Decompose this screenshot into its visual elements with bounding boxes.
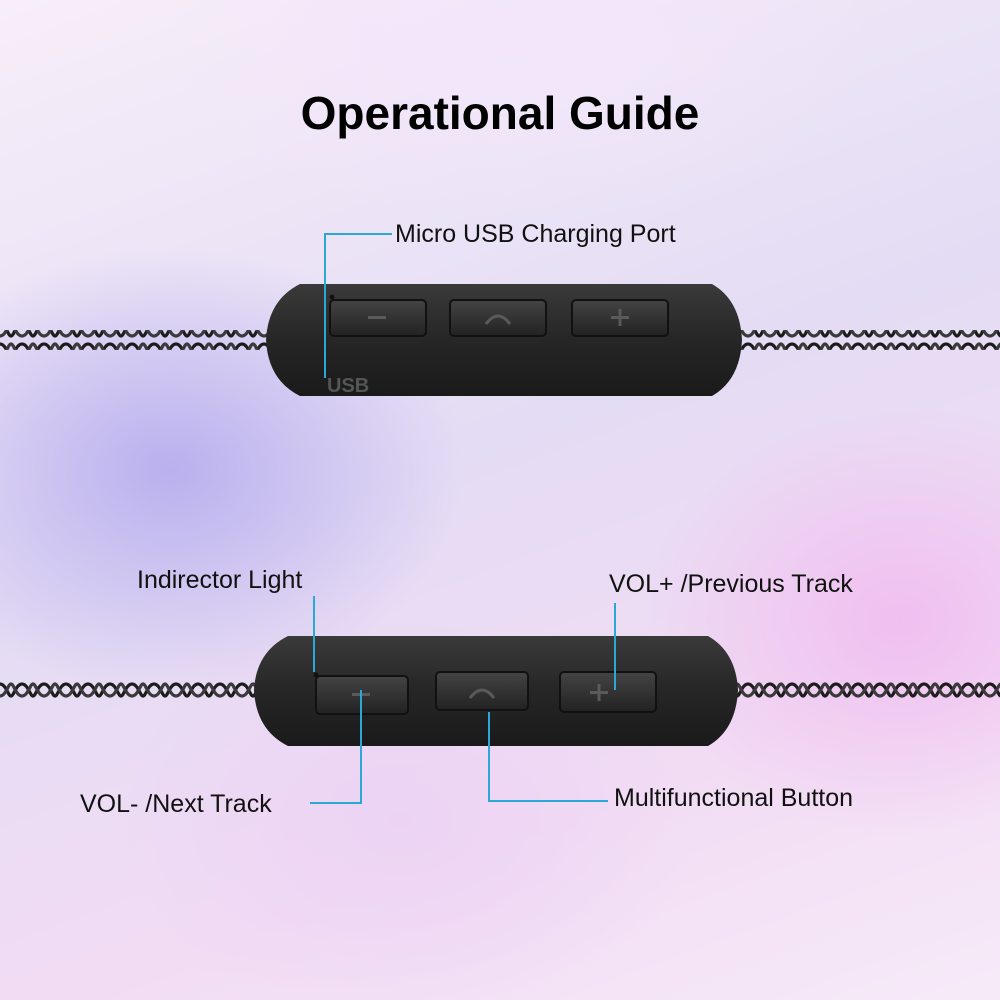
bottom-remote xyxy=(0,596,1000,804)
usb-port-marking: USB xyxy=(327,375,369,397)
bottom-vol-up-button[interactable] xyxy=(559,671,657,713)
top-vol-down-button[interactable] xyxy=(329,299,427,337)
bottom-multi-button[interactable] xyxy=(435,671,529,711)
top-cable-right xyxy=(730,330,1000,350)
vol-down-label: VOL- /Next Track xyxy=(80,790,272,818)
plus-icon xyxy=(611,309,629,326)
indicator-light-label: Indirector Light xyxy=(137,566,303,594)
multi-button-label: Multifunctional Button xyxy=(614,784,854,812)
top-indicator-light xyxy=(329,294,335,300)
top-vol-up-button[interactable] xyxy=(571,299,669,337)
vol-down-callout-line xyxy=(310,690,362,804)
top-remote: USB xyxy=(0,233,1000,397)
bottom-cable-left xyxy=(0,681,270,701)
phone-icon xyxy=(468,688,496,699)
plus-icon xyxy=(590,684,608,701)
usb-port-label: Micro USB Charging Port xyxy=(395,220,676,248)
vol-up-label: VOL+ /Previous Track xyxy=(609,570,853,598)
usb-callout-line xyxy=(324,233,392,378)
top-cable-left xyxy=(0,330,280,350)
phone-icon xyxy=(484,314,512,325)
bottom-cable-right xyxy=(730,681,1000,701)
page-title: Operational Guide xyxy=(300,87,700,139)
multi-callout-line xyxy=(488,712,608,802)
minus-icon xyxy=(368,316,386,319)
top-multi-button[interactable] xyxy=(449,299,547,337)
